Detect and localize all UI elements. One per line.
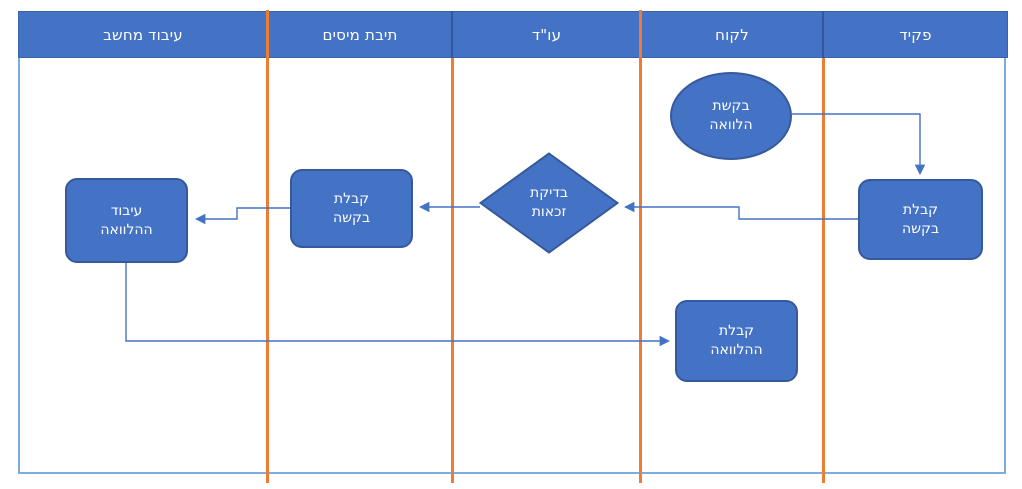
lane-header-separator (822, 11, 824, 58)
shape-label: עיבוד ההלוואה (100, 202, 153, 238)
shape-label: קבלת בקשה (901, 201, 940, 237)
shape-receive-request-tax[interactable]: קבלת בקשה (290, 169, 413, 248)
lane-header-tax-box: תיבת מיסים (268, 11, 452, 58)
lane-divider-line (822, 58, 825, 483)
lane-header-label: פקיד (899, 25, 932, 44)
lane-header-separator (451, 11, 453, 58)
shape-receive-loan[interactable]: קבלת ההלוואה (675, 300, 798, 382)
shape-receive-request-clerk[interactable]: קבלת בקשה (858, 179, 983, 260)
lane-header-lawyer: עו"ד (452, 11, 641, 58)
lane-divider-line (451, 58, 454, 483)
shape-loan-processing[interactable]: עיבוד ההלוואה (65, 178, 188, 263)
lane-header-label: עיבוד מחשב (103, 25, 183, 44)
lane-header-label: לקוח (715, 25, 749, 44)
shape-label: קבלת ההלוואה (710, 323, 763, 358)
shape-loan-request-ellipse[interactable]: בקשת הלוואה (670, 72, 792, 160)
lane-divider-line (639, 10, 642, 483)
lane-header-customer: לקוח (641, 11, 823, 58)
lane-header-computer-processing: עיבוד מחשב (18, 11, 268, 58)
shape-label: בדיקת זכאות (530, 185, 569, 220)
diamond-icon (479, 152, 619, 254)
shape-label: בקשת הלוואה (709, 98, 753, 133)
lane-divider-line (266, 10, 269, 483)
shape-label: קבלת בקשה (332, 190, 371, 226)
lane-header-label: תיבת מיסים (322, 25, 398, 44)
shape-eligibility-check-diamond[interactable]: בדיקת זכאות (479, 152, 619, 254)
lane-header-band (18, 11, 1008, 58)
lane-header-label: עו"ד (531, 25, 562, 44)
lane-header-clerk: פקיד (823, 11, 1008, 58)
